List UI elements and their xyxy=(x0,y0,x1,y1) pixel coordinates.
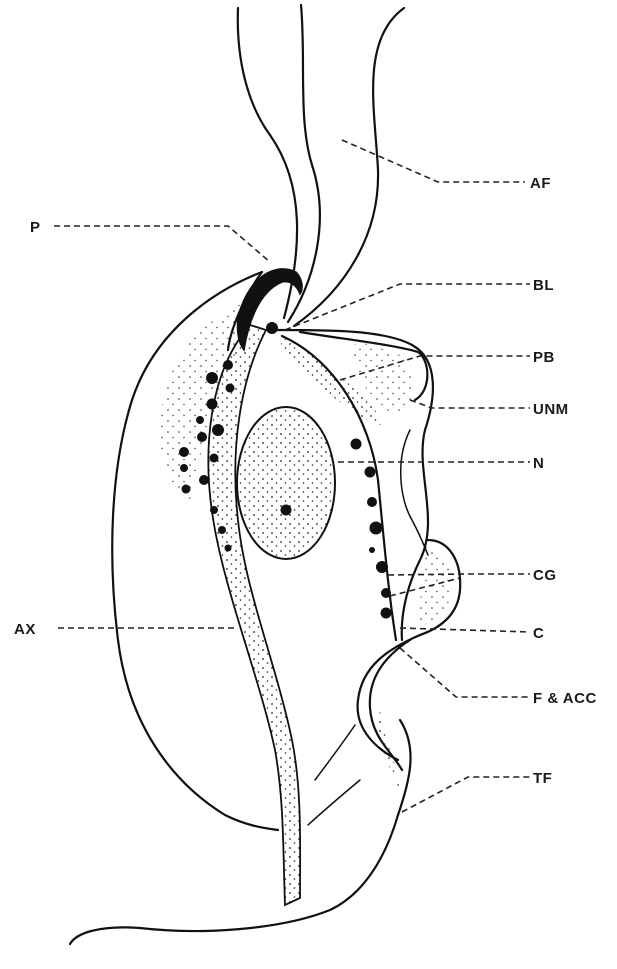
label-n: N xyxy=(533,455,544,472)
label-unm: UNM xyxy=(533,401,569,418)
nucleus xyxy=(237,407,335,559)
label-c: C xyxy=(533,625,544,642)
basal-body xyxy=(266,322,278,334)
label-cg: CG xyxy=(533,567,557,584)
label-p: P xyxy=(30,219,41,236)
label-pb: PB xyxy=(533,349,555,366)
label-tf: TF xyxy=(533,770,552,787)
chromatic-granules-right xyxy=(351,439,392,619)
label-bl: BL xyxy=(533,277,554,294)
label-af: AF xyxy=(530,175,551,192)
label-f-acc: F & ACC xyxy=(533,690,597,707)
label-ax: AX xyxy=(14,621,36,638)
